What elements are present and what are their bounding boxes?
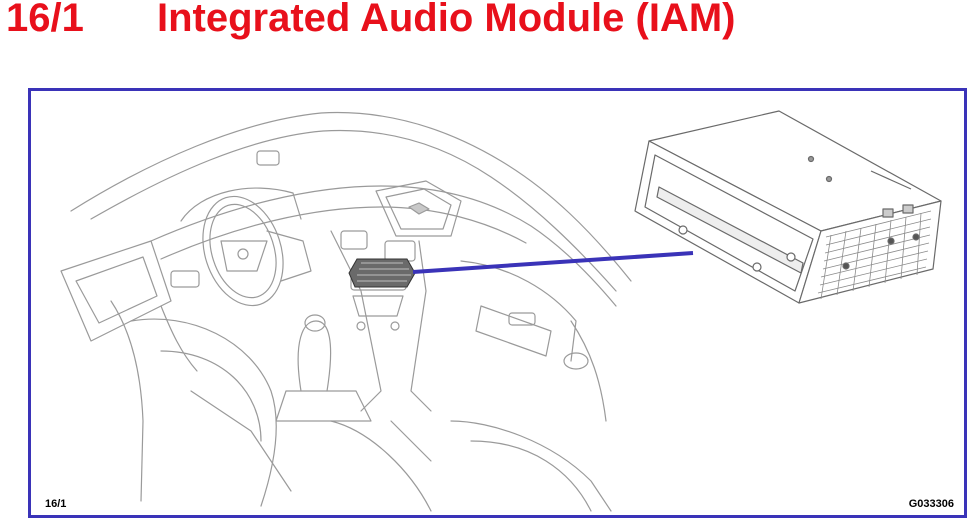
diagram-canvas (60, 110, 942, 512)
title-row: 16/1 Integrated Audio Module (IAM) (0, 0, 976, 60)
module-location-marker (348, 258, 416, 288)
pointer-line (412, 251, 694, 274)
figure-frame: 16/1 G033306 (28, 88, 967, 518)
car-interior-illustration (60, 111, 632, 512)
section-number: 16/1 (6, 0, 84, 40)
page-title: Integrated Audio Module (IAM) (157, 0, 736, 40)
audio-module-unit (634, 110, 942, 304)
figure-reference-code: G033306 (908, 498, 954, 510)
figure-number: 16/1 (45, 498, 67, 510)
